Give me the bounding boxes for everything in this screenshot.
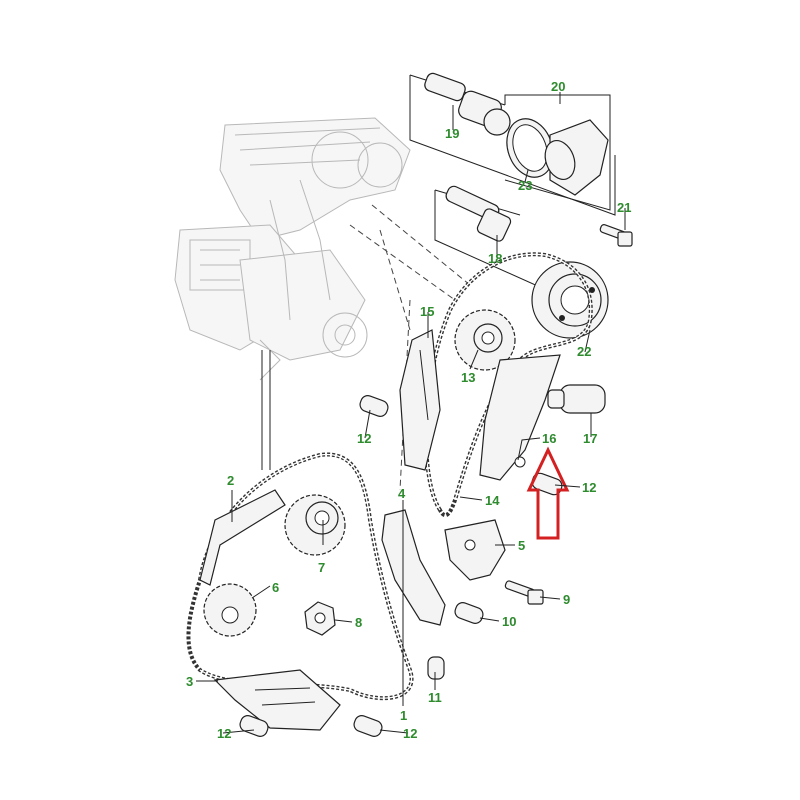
bolt-9 — [504, 580, 544, 605]
cam-phaser-solenoid-box-20 — [504, 94, 611, 211]
engine-overview-sketch — [174, 117, 411, 381]
chain-guide-3 — [213, 669, 341, 731]
tensioner-5 — [444, 519, 506, 581]
dowel-12-lower-right — [353, 715, 383, 737]
callout-23: 23 — [518, 178, 532, 193]
leader-lines — [196, 92, 626, 734]
callout-12-lower-left: 12 — [217, 726, 231, 741]
callout-8: 8 — [355, 615, 362, 630]
bolt-21 — [599, 224, 633, 247]
callout-2: 2 — [227, 473, 234, 488]
callout-20: 20 — [551, 79, 565, 94]
callout-6: 6 — [272, 580, 279, 595]
callout-3: 3 — [186, 674, 193, 689]
callout-14: 14 — [485, 493, 500, 508]
dowel-10 — [454, 602, 484, 624]
callout-15: 15 — [420, 304, 434, 319]
callout-7: 7 — [318, 560, 325, 575]
cam-phaser-22 — [531, 261, 609, 339]
callout-9: 9 — [563, 592, 570, 607]
callout-labels: 1 2 3 4 5 6 7 8 9 10 11 12 12 12 12 13 1… — [186, 79, 631, 741]
callout-12-upper-right: 12 — [582, 480, 596, 495]
callout-18: 18 — [488, 251, 502, 266]
callout-17: 17 — [583, 431, 597, 446]
cam-bolt-box-19 — [409, 72, 616, 216]
dowel-11 — [427, 656, 445, 680]
lower-timing-chain-1 — [186, 452, 414, 701]
callout-11: 11 — [428, 690, 442, 705]
sprocket-7 — [284, 494, 346, 556]
callout-12-lower-right: 12 — [403, 726, 417, 741]
tensioner-17 — [547, 384, 606, 414]
intermediate-sprocket-13 — [454, 309, 516, 371]
chain-guide-4 — [381, 509, 446, 626]
sprocket-6 — [203, 583, 257, 637]
callout-22: 22 — [577, 344, 591, 359]
callout-19: 19 — [445, 126, 459, 141]
callout-13: 13 — [461, 370, 475, 385]
chain-guide-16 — [479, 354, 561, 481]
callout-16: 16 — [542, 431, 556, 446]
callout-10: 10 — [502, 614, 516, 629]
red-indicator-arrow — [526, 446, 570, 540]
nut-8 — [304, 601, 336, 636]
callout-21: 21 — [617, 200, 631, 215]
dowel-12-upper-left — [359, 395, 389, 417]
callout-5: 5 — [518, 538, 525, 553]
chain-guide-2 — [199, 489, 286, 586]
callout-12-upper-left: 12 — [357, 431, 371, 446]
chain-guide-15 — [399, 329, 441, 471]
callout-1: 1 — [400, 708, 407, 723]
callout-4: 4 — [398, 486, 406, 501]
cam-bolt-box-18 — [434, 185, 581, 306]
